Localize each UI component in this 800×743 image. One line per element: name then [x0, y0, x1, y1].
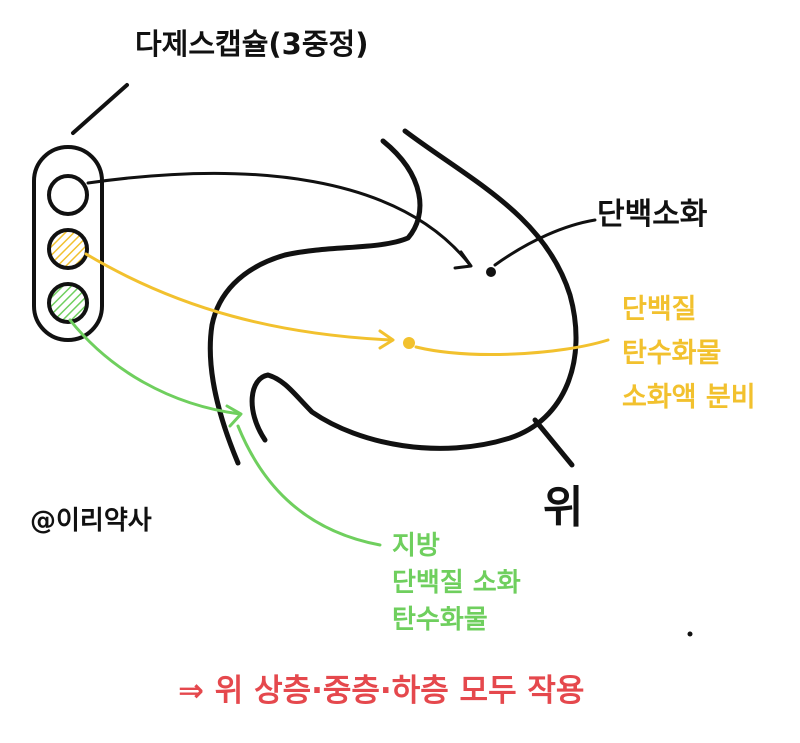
black-dot — [486, 267, 496, 277]
capsule-layer-middle — [47, 228, 89, 270]
green-leader — [236, 424, 382, 547]
yellow-label-line: 소화액 분비 — [622, 382, 756, 413]
capsule-title: 다제스캡슐(3중정) — [135, 27, 369, 61]
yellow-leader — [414, 338, 610, 356]
green-label-line: 지방 — [392, 531, 440, 561]
conclusion-text: ⇒ 위 상층·중층·하층 모두 작용 — [178, 673, 585, 709]
stomach-label: 위 — [543, 482, 584, 533]
yellow-dot — [403, 337, 415, 349]
green-label-line: 탄수화물 — [392, 605, 488, 635]
capsule-outline — [32, 145, 104, 342]
black-arrow — [86, 171, 472, 267]
yellow-label-group: 단백질 탄수화물 소화액 분비 — [622, 296, 756, 411]
black-leader — [493, 218, 597, 267]
credit-label: @이리약사 — [30, 506, 152, 536]
protein-digestion-label: 단백소화 — [597, 197, 708, 232]
green-label-line: 단백질 소화 — [392, 568, 521, 598]
yellow-arrow — [84, 252, 394, 342]
stomach-drawing — [207, 128, 579, 468]
yellow-label-line: 단백질 — [622, 294, 697, 325]
capsule-layer-bottom — [47, 282, 89, 324]
capsule-layer-top — [47, 174, 89, 216]
yellow-label-line: 탄수화물 — [622, 338, 722, 369]
title-leader-line — [71, 83, 129, 135]
green-label-group: 지방 단백질 소화 탄수화물 — [392, 533, 521, 633]
green-arrow — [68, 318, 242, 416]
stray-dot — [687, 631, 693, 637]
